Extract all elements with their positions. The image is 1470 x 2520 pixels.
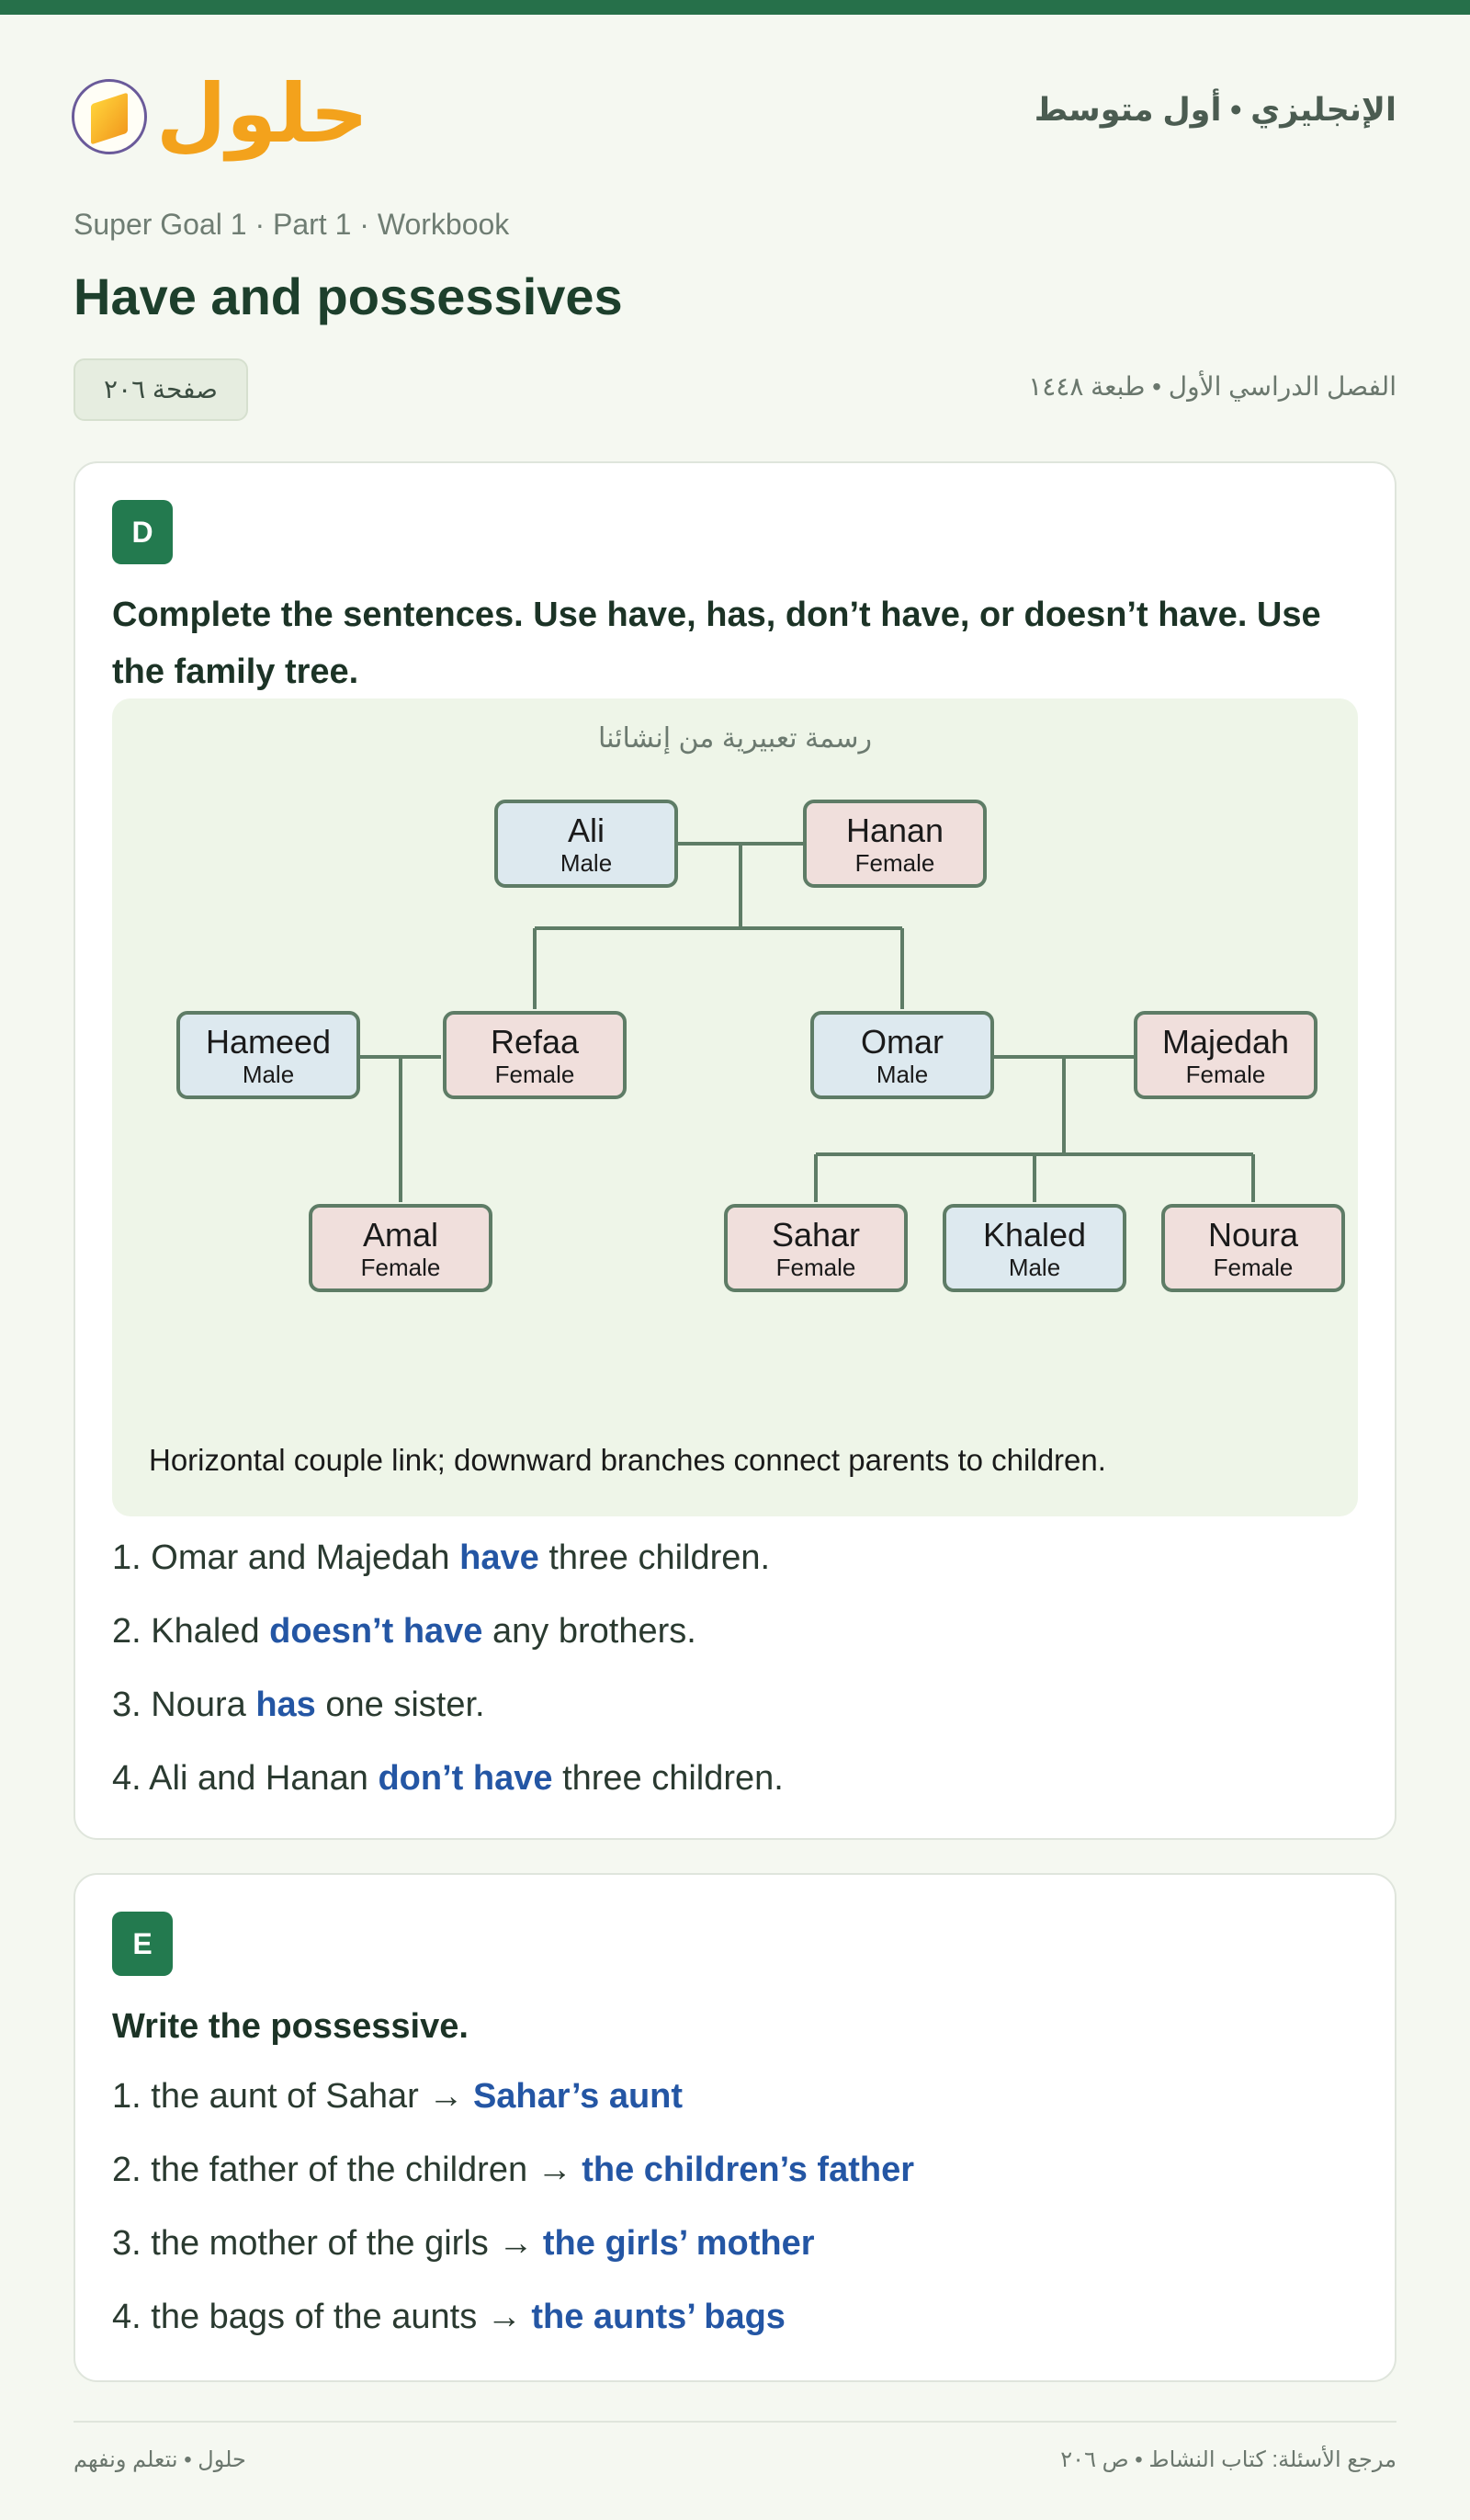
exercise-card-e: E Write the possessive. 1. the aunt of S… [74, 1873, 1396, 2382]
footer-divider [74, 2421, 1396, 2423]
list-item: 4. the bags of the aunts → the aunts’ ba… [112, 2298, 786, 2336]
person-box-amal: Amal Female [309, 1204, 492, 1292]
list-item: 2. Khaled doesn’t have any brothers. [112, 1612, 696, 1651]
hulul-logo[interactable]: حلول [72, 62, 370, 165]
footer-tagline: حلول • نتعلم ونفهم [74, 2447, 246, 2472]
answer-text: Sahar’s aunt [472, 2077, 684, 2116]
tree-caption: رسمة تعبيرية من إنشائنا [597, 723, 872, 754]
list-item: 4. Ali and Hanan don’t have three childr… [112, 1759, 784, 1798]
exercise-card-d: D Complete the sentences. Use have, has,… [74, 461, 1396, 1840]
instruction-e: Write the possessive. [112, 2007, 469, 2046]
breadcrumb: Super Goal 1 · Part 1 · Workbook [74, 208, 510, 241]
answer-text: don’t have [378, 1759, 553, 1798]
person-box-hameed: Hameed Male [176, 1011, 360, 1099]
branch-ali-hanan-children [533, 844, 904, 1009]
list-item: 3. the mother of the girls → the girls’ … [112, 2224, 815, 2263]
logo-wordmark: حلول [156, 66, 370, 161]
arrow-icon: → [498, 2224, 534, 2263]
answer-text: has [255, 1686, 316, 1724]
footer-reference: مرجع الأسئلة: كتاب النشاط • ص ٢٠٦ [1060, 2447, 1396, 2472]
person-box-hanan: Hanan Female [803, 800, 987, 888]
term-info: الفصل الدراسي الأول • طبعة ١٤٤٨ [1028, 372, 1396, 401]
tree-note: Horizontal couple link; downward branche… [149, 1443, 1106, 1477]
person-box-refaa: Refaa Female [443, 1011, 627, 1099]
subject-title: الإنجليزي • أول متوسط [1034, 92, 1396, 128]
arrow-icon: → [537, 2151, 572, 2189]
person-box-khaled: Khaled Male [943, 1204, 1126, 1292]
list-item: 2. the father of the children → the chil… [112, 2151, 914, 2189]
instruction-d: Complete the sentences. Use have, has, d… [112, 596, 1321, 691]
answer-text: the aunts’ bags [531, 2298, 786, 2336]
book-logo-icon [72, 79, 147, 154]
person-box-sahar: Sahar Female [724, 1204, 908, 1292]
answer-text: the girls’ mother [542, 2224, 815, 2263]
person-box-ali: Ali Male [494, 800, 678, 888]
family-tree-lines [360, 842, 1255, 1202]
family-tree-panel: رسمة تعبيرية من إنشائنا Ali Male Hanan F… [112, 698, 1358, 1516]
person-box-omar: Omar Male [810, 1011, 994, 1099]
person-box-majedah: Majedah Female [1134, 1011, 1317, 1099]
answer-text: the children’s father [582, 2151, 914, 2189]
top-accent-bar [0, 0, 1470, 15]
section-badge-d: D [112, 500, 173, 564]
page-title: Have and possessives [74, 267, 623, 325]
arrow-icon: → [428, 2077, 464, 2116]
branch-omar-majedah-children [814, 1057, 1255, 1202]
answer-text: doesn’t have [269, 1612, 483, 1651]
list-item: 1. Omar and Majedah have three children. [112, 1538, 771, 1577]
arrow-icon: → [486, 2298, 522, 2336]
person-box-noura: Noura Female [1161, 1204, 1345, 1292]
page-number-badge: صفحة ٢٠٦ [74, 358, 248, 421]
list-item: 1. the aunt of Sahar → Sahar’s aunt [112, 2077, 684, 2116]
section-badge-e: E [112, 1912, 173, 1976]
answer-text: have [459, 1538, 539, 1577]
list-item: 3. Noura has one sister. [112, 1686, 485, 1724]
